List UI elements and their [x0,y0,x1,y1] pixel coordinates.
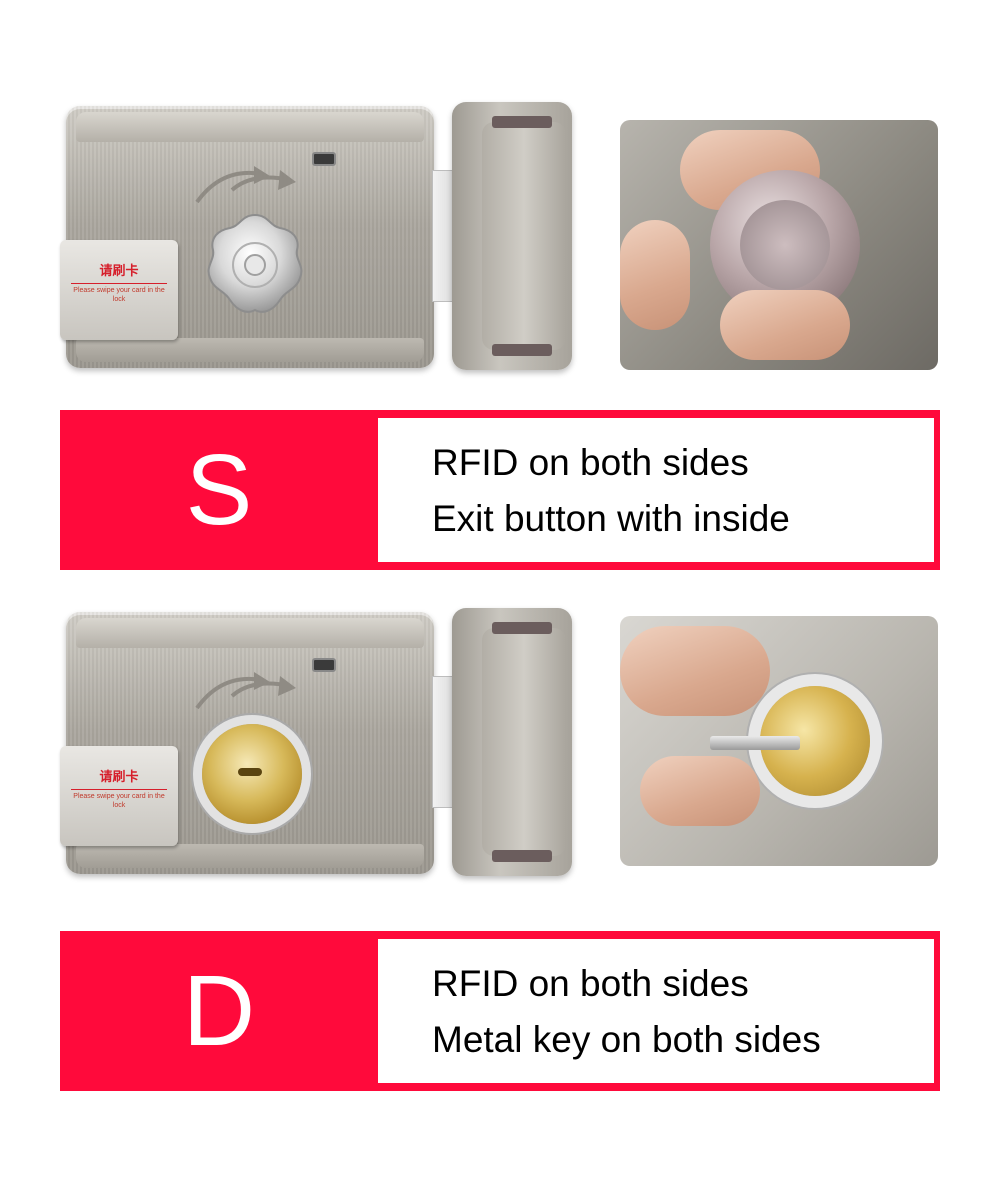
knob-icon [207,213,303,313]
card-label-english: Please swipe your card in the lock [73,793,165,809]
feature-line: Exit button with inside [432,498,790,539]
key-cylinder-icon [202,724,302,824]
option-s-band: S RFID on both sides Exit button with in… [60,410,940,570]
option-s-photos: 请刷卡 Please swipe your card in the lock [0,100,1000,400]
rfid-card-area: 请刷卡 Please swipe your card in the lock [60,240,178,340]
card-label-chinese: 请刷卡 [99,264,139,279]
option-d-photos: 请刷卡 Please swipe your card in the lock [0,606,1000,906]
option-d-band: D RFID on both sides Metal key on both s… [60,931,940,1091]
card-label-english: Please swipe your card in the lock [73,287,165,303]
feature-panel: RFID on both sides Exit button with insi… [378,418,934,562]
feature-line: Metal key on both sides [432,1019,821,1060]
feature-panel: RFID on both sides Metal key on both sid… [378,939,934,1083]
lock-side-box [452,102,572,370]
keyhole-icon [238,768,262,776]
option-code: D [182,955,256,1067]
swipe-arrow-icon [195,166,296,204]
feature-line: RFID on both sides [432,442,749,483]
card-label-chinese: 请刷卡 [99,770,139,785]
indicator-led-icon [312,152,336,166]
feature-line: RFID on both sides [432,963,749,1004]
key-in-cylinder-photo [620,616,938,866]
indicator-led-icon [312,658,336,672]
knob-in-hand-photo [620,120,938,370]
rfid-card-area: 请刷卡 Please swipe your card in the lock [60,746,178,846]
swipe-arrow-icon [195,672,296,710]
lock-with-key-cylinder-image: 请刷卡 Please swipe your card in the lock [60,606,580,886]
lock-with-knob-image: 请刷卡 Please swipe your card in the lock [60,100,580,380]
option-code: S [185,434,253,546]
lock-side-box [452,608,572,876]
